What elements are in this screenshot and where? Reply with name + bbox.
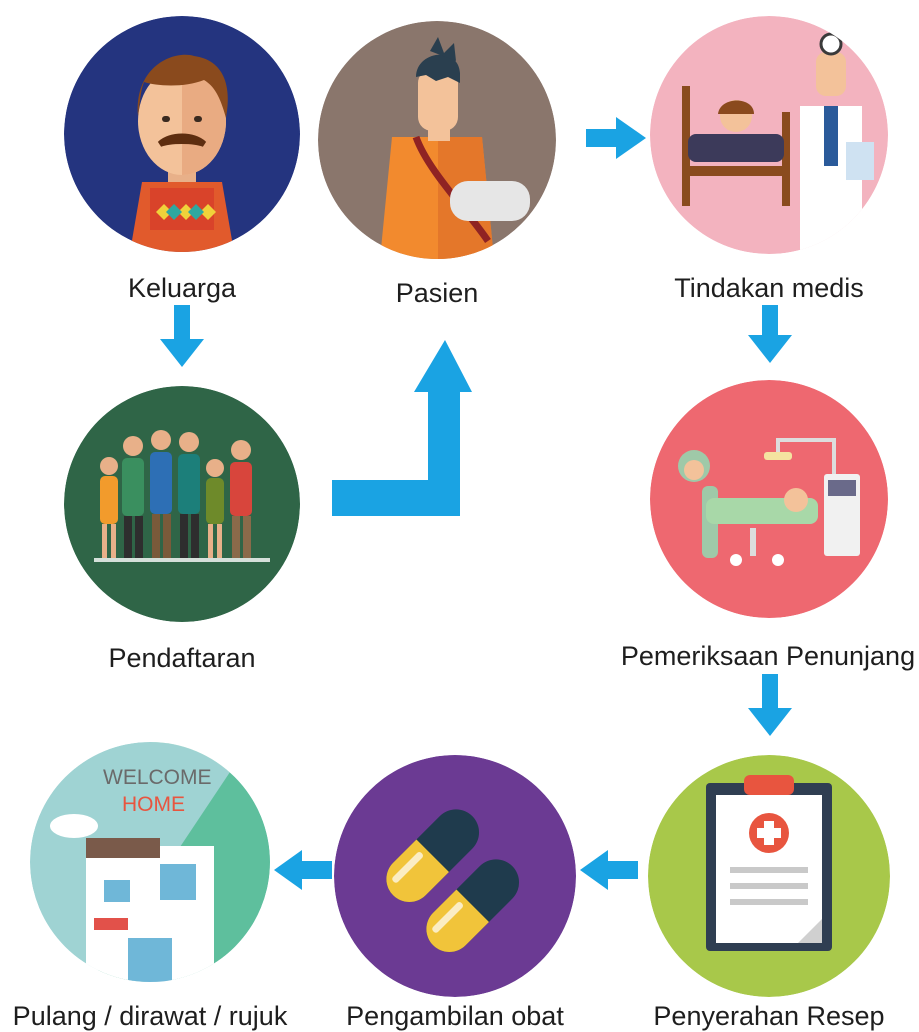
pulang-label: Pulang / dirawat / rujuk bbox=[12, 1001, 288, 1031]
arrow-obat-to-pulang bbox=[274, 850, 332, 890]
keluarga-label: Keluarga bbox=[127, 273, 237, 303]
house-icon bbox=[30, 742, 270, 982]
pendaftaran-circle bbox=[64, 386, 300, 622]
pasien-circle bbox=[318, 21, 556, 259]
resep-circle bbox=[648, 755, 890, 997]
resep-label: Penyerahan Resep bbox=[653, 1001, 885, 1031]
pemeriksaan-label: Pemeriksaan Penunjang bbox=[620, 641, 916, 671]
tindakan-circle bbox=[650, 16, 888, 254]
pulang-circle bbox=[30, 742, 270, 982]
crowd-icon bbox=[64, 386, 300, 622]
prescription-clipboard-icon bbox=[648, 755, 890, 997]
doctor-bed-icon bbox=[650, 16, 888, 254]
welcome-sign-line2: HOME bbox=[122, 793, 185, 816]
tindakan-label: Tindakan medis bbox=[674, 273, 864, 303]
keluarga-circle bbox=[64, 16, 300, 252]
arrow-pasien-to-tindakan bbox=[586, 117, 646, 159]
obat-label: Pengambilan obat bbox=[346, 1001, 564, 1031]
arrow-tindakan-to-pemeriksaan bbox=[748, 305, 792, 365]
patient-icon bbox=[318, 21, 556, 259]
arrow-pemeriksaan-to-resep bbox=[748, 674, 792, 738]
obat-circle bbox=[334, 755, 576, 997]
lab-exam-icon bbox=[650, 380, 888, 618]
pemeriksaan-circle bbox=[650, 380, 888, 618]
welcome-sign-line1: WELCOME bbox=[103, 766, 212, 789]
pasien-label: Pasien bbox=[395, 278, 479, 308]
father-icon bbox=[64, 16, 300, 252]
arrow-keluarga-to-pendaftaran bbox=[160, 305, 204, 369]
arrow-resep-to-obat bbox=[580, 850, 638, 890]
arrow-pendaftaran-to-pasien bbox=[332, 340, 472, 516]
capsule-pills-icon bbox=[334, 755, 576, 997]
pendaftaran-label: Pendaftaran bbox=[108, 643, 256, 673]
